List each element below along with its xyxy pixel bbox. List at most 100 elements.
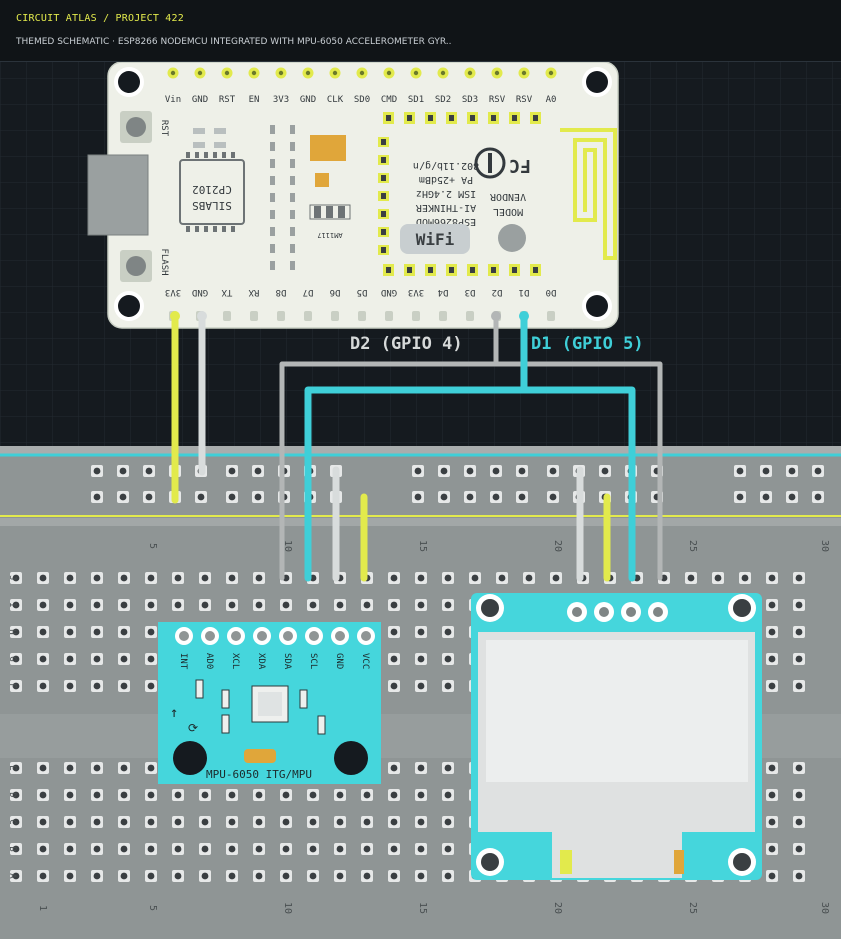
rail-hole xyxy=(466,493,474,501)
chip-pin xyxy=(186,226,190,232)
pin-label: 3V3 xyxy=(165,287,181,297)
terminal-hole xyxy=(174,845,182,853)
row-label: H xyxy=(7,629,17,634)
terminal-hole xyxy=(795,764,803,772)
module-label: ESP8266MOD xyxy=(416,216,476,227)
terminal-hole xyxy=(228,791,236,799)
terminal-hole xyxy=(768,601,776,609)
rail-hole xyxy=(736,493,744,501)
terminal-hole xyxy=(795,818,803,826)
terminal-hole xyxy=(120,764,128,772)
terminal-hole xyxy=(66,655,74,663)
terminal-hole xyxy=(363,601,371,609)
terminal-hole xyxy=(417,574,425,582)
terminal-hole xyxy=(174,872,182,880)
regulator-label: AM1117 xyxy=(317,231,342,239)
pin-label: CLK xyxy=(327,95,344,105)
module-pad xyxy=(407,267,412,273)
row-label: D xyxy=(7,792,17,797)
mpu-pin xyxy=(361,631,371,641)
module-pad xyxy=(428,115,433,121)
terminal-hole xyxy=(93,655,101,663)
terminal-hole xyxy=(66,818,74,826)
rail-hole xyxy=(254,493,262,501)
terminal-hole xyxy=(336,872,344,880)
terminal-hole xyxy=(417,872,425,880)
terminal-hole xyxy=(120,818,128,826)
mpu-sensor-chip xyxy=(258,692,282,716)
terminal-hole xyxy=(66,574,74,582)
rail-hole xyxy=(518,493,526,501)
column-label: 5 xyxy=(147,543,158,549)
mpu-pin xyxy=(231,631,241,641)
terminal-hole xyxy=(363,845,371,853)
terminal-hole xyxy=(309,791,317,799)
terminal-hole xyxy=(201,845,209,853)
terminal-hole xyxy=(309,818,317,826)
terminal-hole xyxy=(282,845,290,853)
terminal-hole xyxy=(12,791,20,799)
pin-label: Vin xyxy=(165,95,181,105)
pin-label: D3 xyxy=(465,287,476,297)
module-pad xyxy=(381,229,386,235)
mpu-pin-label: VCC xyxy=(360,653,370,669)
terminal-hole xyxy=(120,872,128,880)
terminal-hole xyxy=(93,682,101,690)
column-label: 25 xyxy=(687,540,698,552)
terminal-hole xyxy=(390,818,398,826)
smd-resistor xyxy=(270,210,275,219)
pin-label: D4 xyxy=(438,287,449,297)
terminal-hole xyxy=(390,845,398,853)
terminal-hole xyxy=(444,574,452,582)
terminal-hole xyxy=(12,601,20,609)
terminal-hole xyxy=(363,818,371,826)
smd-resistor xyxy=(270,142,275,151)
rail-hole xyxy=(492,467,500,475)
flash-button xyxy=(126,256,146,276)
terminal-hole xyxy=(228,872,236,880)
header-pin xyxy=(413,70,419,76)
terminal-hole xyxy=(795,628,803,636)
module-pad xyxy=(386,267,391,273)
terminal-hole xyxy=(39,872,47,880)
terminal-hole xyxy=(309,845,317,853)
terminal-hole xyxy=(66,682,74,690)
wifi-label: WiFi xyxy=(416,230,455,249)
pin-label: TX xyxy=(221,287,232,297)
row-label: A xyxy=(7,873,17,879)
terminal-hole xyxy=(255,791,263,799)
terminal-hole xyxy=(201,601,209,609)
ai-thinker-logo-icon xyxy=(488,153,492,173)
smd-resistor xyxy=(270,227,275,236)
header-pin xyxy=(332,70,338,76)
terminal-hole xyxy=(768,791,776,799)
terminal-hole xyxy=(417,791,425,799)
mpu-smd-part xyxy=(221,714,230,734)
column-label: 5 xyxy=(147,905,158,911)
smd-part xyxy=(193,128,205,134)
mounting-hole xyxy=(586,295,608,317)
terminal-hole xyxy=(255,872,263,880)
terminal-hole xyxy=(147,655,155,663)
terminal-hole xyxy=(363,791,371,799)
mpu-label: MPU-6050 ITG/MPU xyxy=(206,768,312,781)
header-pin xyxy=(440,70,446,76)
pin-label: D7 xyxy=(303,287,314,297)
rail-hole xyxy=(601,467,609,475)
terminal-hole xyxy=(309,872,317,880)
terminal-hole xyxy=(390,655,398,663)
wire-endpoint xyxy=(170,311,180,321)
smd-resistor xyxy=(290,193,295,202)
module-pad xyxy=(381,247,386,253)
pin-label: 3V3 xyxy=(273,95,289,105)
smd-capacitor xyxy=(310,135,346,161)
terminal-hole xyxy=(768,818,776,826)
smd-resistor xyxy=(270,125,275,134)
terminal-hole xyxy=(201,818,209,826)
terminal-hole xyxy=(93,764,101,772)
terminal-hole xyxy=(417,655,425,663)
terminal-hole xyxy=(12,682,20,690)
oled-ribbon-contact xyxy=(560,850,572,874)
mpu-smd-part xyxy=(195,679,204,699)
mpu-smd-part xyxy=(221,689,230,709)
